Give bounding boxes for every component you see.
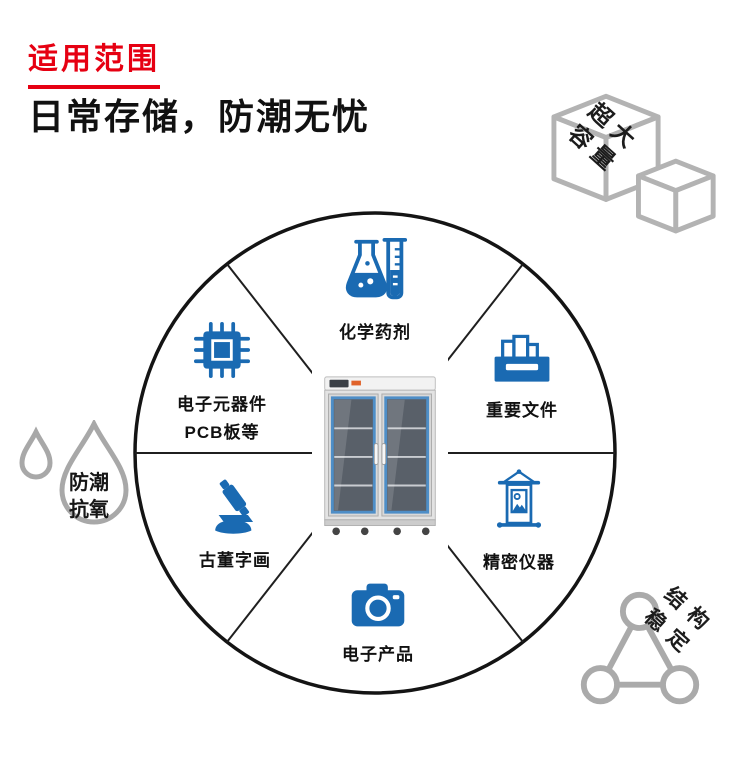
dry-cabinet-image xyxy=(324,376,436,536)
wheel-item-label: 化学药剂 xyxy=(339,323,411,342)
section-tag: 适用范围 xyxy=(28,34,160,89)
wheel-item-label: 古董字画 xyxy=(199,551,271,570)
wheel-item-antiques: 精密仪器 xyxy=(483,468,555,573)
camera-icon xyxy=(351,583,405,627)
wheel-item-sublabel: PCB板等 xyxy=(184,423,260,442)
wheel-item-chemicals: 化学药剂 xyxy=(339,234,411,343)
wheel-item-label: 精密仪器 xyxy=(483,553,555,572)
wheel-item-label: 重要文件 xyxy=(486,401,558,420)
usage-wheel: 化学药剂 电子元器件 PCB板等 xyxy=(132,210,618,696)
scroll-icon xyxy=(496,469,542,528)
flask-icon xyxy=(345,237,408,300)
wheel-item-instruments: 古董字画 xyxy=(199,472,271,571)
wheel-item-electronics: 电子产品 xyxy=(342,582,414,665)
wheel-item-components: 电子元器件 PCB板等 xyxy=(177,322,267,443)
moisture-line: 抗氧 xyxy=(69,499,109,521)
wheel-item-documents: 重要文件 xyxy=(486,334,558,421)
wheel-item-label: 电子产品 xyxy=(342,645,414,664)
molecule-icon xyxy=(580,591,700,705)
chip-icon xyxy=(194,322,250,378)
page-title: 日常存储，防潮无忧 xyxy=(28,96,371,137)
water-drops-icon xyxy=(19,420,129,525)
product-photo-area xyxy=(312,358,448,552)
microscope-icon xyxy=(215,479,254,534)
archive-box-icon xyxy=(494,334,550,382)
moisture-line: 防潮 xyxy=(69,472,109,494)
wheel-item-label: 电子元器件 xyxy=(177,395,267,414)
moisture-badge-text: 防潮 抗氧 xyxy=(46,470,132,524)
stacked-cubes-icon xyxy=(551,93,716,234)
